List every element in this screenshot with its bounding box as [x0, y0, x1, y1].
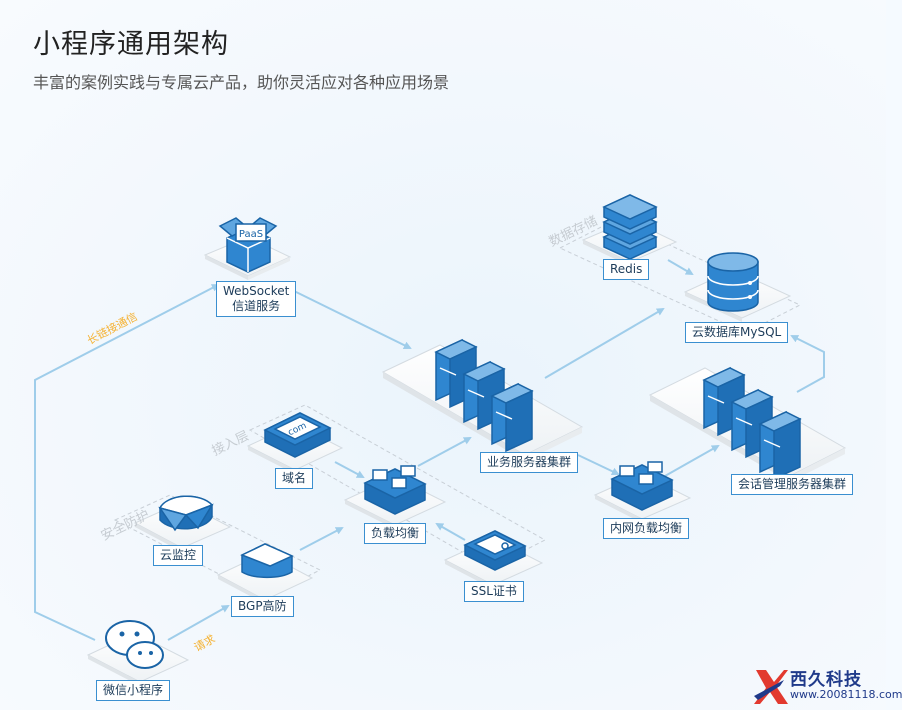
node-ssl[interactable]: SSL证书	[464, 581, 524, 602]
brand-x-icon	[754, 670, 788, 704]
arrow-lb-to-business	[417, 437, 472, 467]
node-domain[interactable]: 域名	[275, 468, 314, 489]
arrow-wechat-to-bgp	[167, 605, 230, 641]
brand-url: www.20081118.com	[790, 688, 902, 701]
arrow-wechat-to-websocket	[34, 284, 220, 641]
arrow-redis-mysql	[667, 259, 694, 276]
arrow-business-to-mysql	[544, 307, 665, 379]
load-balancer-icon	[363, 465, 427, 515]
node-wechat-mini[interactable]: 微信小程序	[96, 680, 171, 701]
node-redis[interactable]: Redis	[603, 259, 650, 280]
zone-data-storage-outline	[558, 219, 802, 334]
ssl-certificate-icon	[463, 530, 527, 571]
intranet-lb-icon	[610, 461, 674, 511]
brand-name: 西久科技	[790, 670, 862, 690]
node-load-balance[interactable]: 负载均衡	[364, 523, 427, 544]
zone-security-outline	[113, 494, 322, 599]
node-websocket[interactable]: WebSocket 信道服务	[216, 281, 297, 317]
arrow-intranet-to-session	[664, 445, 720, 477]
page-subtitle: 丰富的案例实践与专属云产品，助你灵活应对各种应用场景	[33, 73, 450, 92]
arrow-websocket-to-business	[291, 289, 412, 349]
node-session-cluster[interactable]: 会话管理服务器集群	[731, 474, 854, 495]
paas-box-icon	[218, 217, 278, 273]
arrow-ssl-to-lb	[435, 523, 466, 541]
brand-logo: 西久科技 www.20081118.com	[754, 664, 902, 708]
node-cloud-monitor[interactable]: 云监控	[153, 545, 204, 566]
node-websocket-line2: 信道服务	[232, 299, 281, 313]
domain-screen-icon	[263, 412, 332, 458]
node-business-cluster[interactable]: 业务服务器集群	[480, 452, 579, 473]
session-servers-icon	[702, 366, 802, 481]
database-icon	[707, 252, 759, 312]
node-bgp[interactable]: BGP高防	[231, 596, 294, 617]
arrows	[34, 259, 825, 641]
page-title: 小程序通用架构	[33, 29, 229, 60]
node-websocket-line1: WebSocket	[223, 284, 290, 298]
arrow-business-to-intranet	[577, 454, 620, 476]
redis-stack-icon	[602, 194, 658, 260]
business-servers-icon	[434, 338, 534, 453]
node-intranet-lb[interactable]: 内网负载均衡	[603, 518, 690, 539]
paas-badge: PaaS	[239, 229, 263, 240]
bgp-shield-icon	[240, 543, 294, 579]
arrow-bgp-to-lb	[299, 527, 344, 551]
wechat-bubbles-icon	[105, 620, 164, 669]
arrow-session-to-mysql	[790, 335, 825, 393]
zone-outlines	[113, 219, 802, 599]
arrow-domain-to-lb	[334, 461, 365, 478]
node-mysql[interactable]: 云数据库MySQL	[685, 322, 789, 343]
monitor-chart-icon	[158, 495, 214, 532]
